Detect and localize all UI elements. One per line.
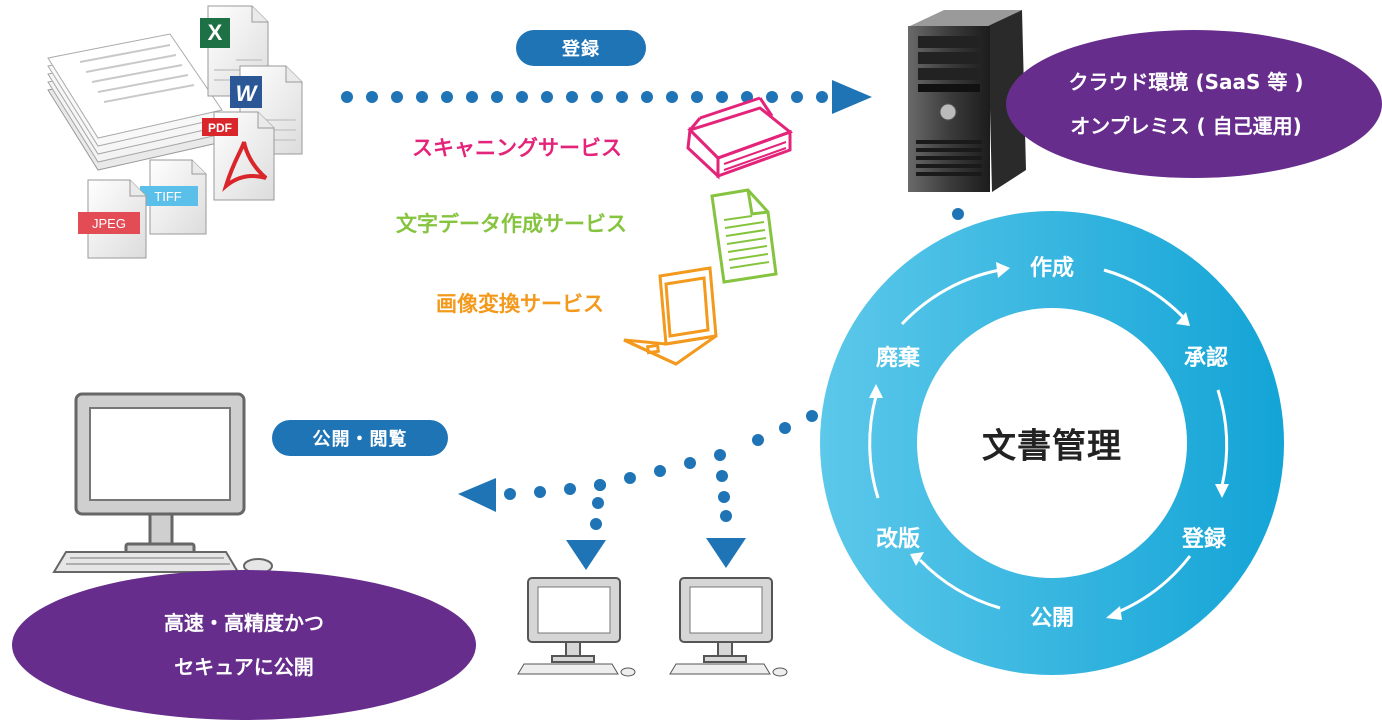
paper-stack-icon bbox=[47, 33, 223, 171]
tiff-label: TIFF bbox=[154, 189, 181, 204]
laptop-icon bbox=[623, 266, 718, 366]
cycle-stage-dispose: 廃棄 bbox=[875, 346, 921, 371]
desktop-computer-icon bbox=[52, 392, 273, 574]
cycle-stage-create: 作成 bbox=[1029, 256, 1075, 281]
secure-publish-line2: セキュアに公開 bbox=[174, 655, 314, 679]
publish-view-pill: 公開・閲覧 bbox=[272, 420, 448, 456]
tiff-file-icon: TIFF bbox=[140, 159, 207, 235]
secure-publish-ellipse: 高速・高精度かつ セキュアに公開 bbox=[12, 570, 476, 720]
scanning-service-label: スキャニングサービス bbox=[412, 136, 622, 160]
server-environment-line2: オンプレミス ( 自己運用) bbox=[1070, 114, 1302, 138]
cycle-stage-register: 登録 bbox=[1181, 527, 1227, 552]
lifecycle-ring bbox=[820, 211, 1284, 675]
scanner-icon bbox=[686, 96, 794, 180]
server-environment-line1: クラウド環境 (SaaS 等 ) bbox=[1068, 70, 1304, 94]
pdf-file-icon: PDF bbox=[202, 111, 275, 201]
register-flow-arrow bbox=[341, 80, 872, 114]
register-pill: 登録 bbox=[516, 30, 646, 66]
cycle-stage-publish: 公開 bbox=[1029, 606, 1075, 631]
image-conversion-service-label: 画像変換サービス bbox=[436, 292, 604, 316]
client1-arrowhead-icon bbox=[566, 540, 606, 570]
excel-glyph: X bbox=[208, 20, 223, 45]
cycle-stage-approve: 承認 bbox=[1183, 346, 1229, 371]
cycle-stage-revise: 改版 bbox=[875, 527, 921, 552]
jpeg-label: JPEG bbox=[92, 216, 126, 231]
register-arrowhead-icon bbox=[832, 80, 872, 114]
server-tower-icon bbox=[908, 10, 1026, 192]
document-management-title: 文書管理 bbox=[982, 426, 1122, 467]
text-data-service-label: 文字データ作成サービス bbox=[396, 212, 627, 236]
publish-arrowhead-icon bbox=[458, 478, 496, 512]
secure-publish-line1: 高速・高精度かつ bbox=[164, 611, 324, 635]
client2-arrowhead-icon bbox=[706, 538, 746, 568]
publish-flow-arrow bbox=[458, 410, 818, 570]
text-document-icon bbox=[710, 188, 778, 284]
jpeg-file-icon: JPEG bbox=[78, 179, 147, 259]
cycle-arrows bbox=[868, 268, 1229, 614]
server-environment-ellipse: クラウド環境 (SaaS 等 ) オンプレミス ( 自己運用) bbox=[1006, 30, 1382, 178]
client-computer-icon-2 bbox=[669, 577, 788, 677]
client-computer-icon-1 bbox=[517, 577, 636, 677]
pdf-label: PDF bbox=[208, 121, 232, 135]
word-glyph: W bbox=[236, 81, 259, 106]
